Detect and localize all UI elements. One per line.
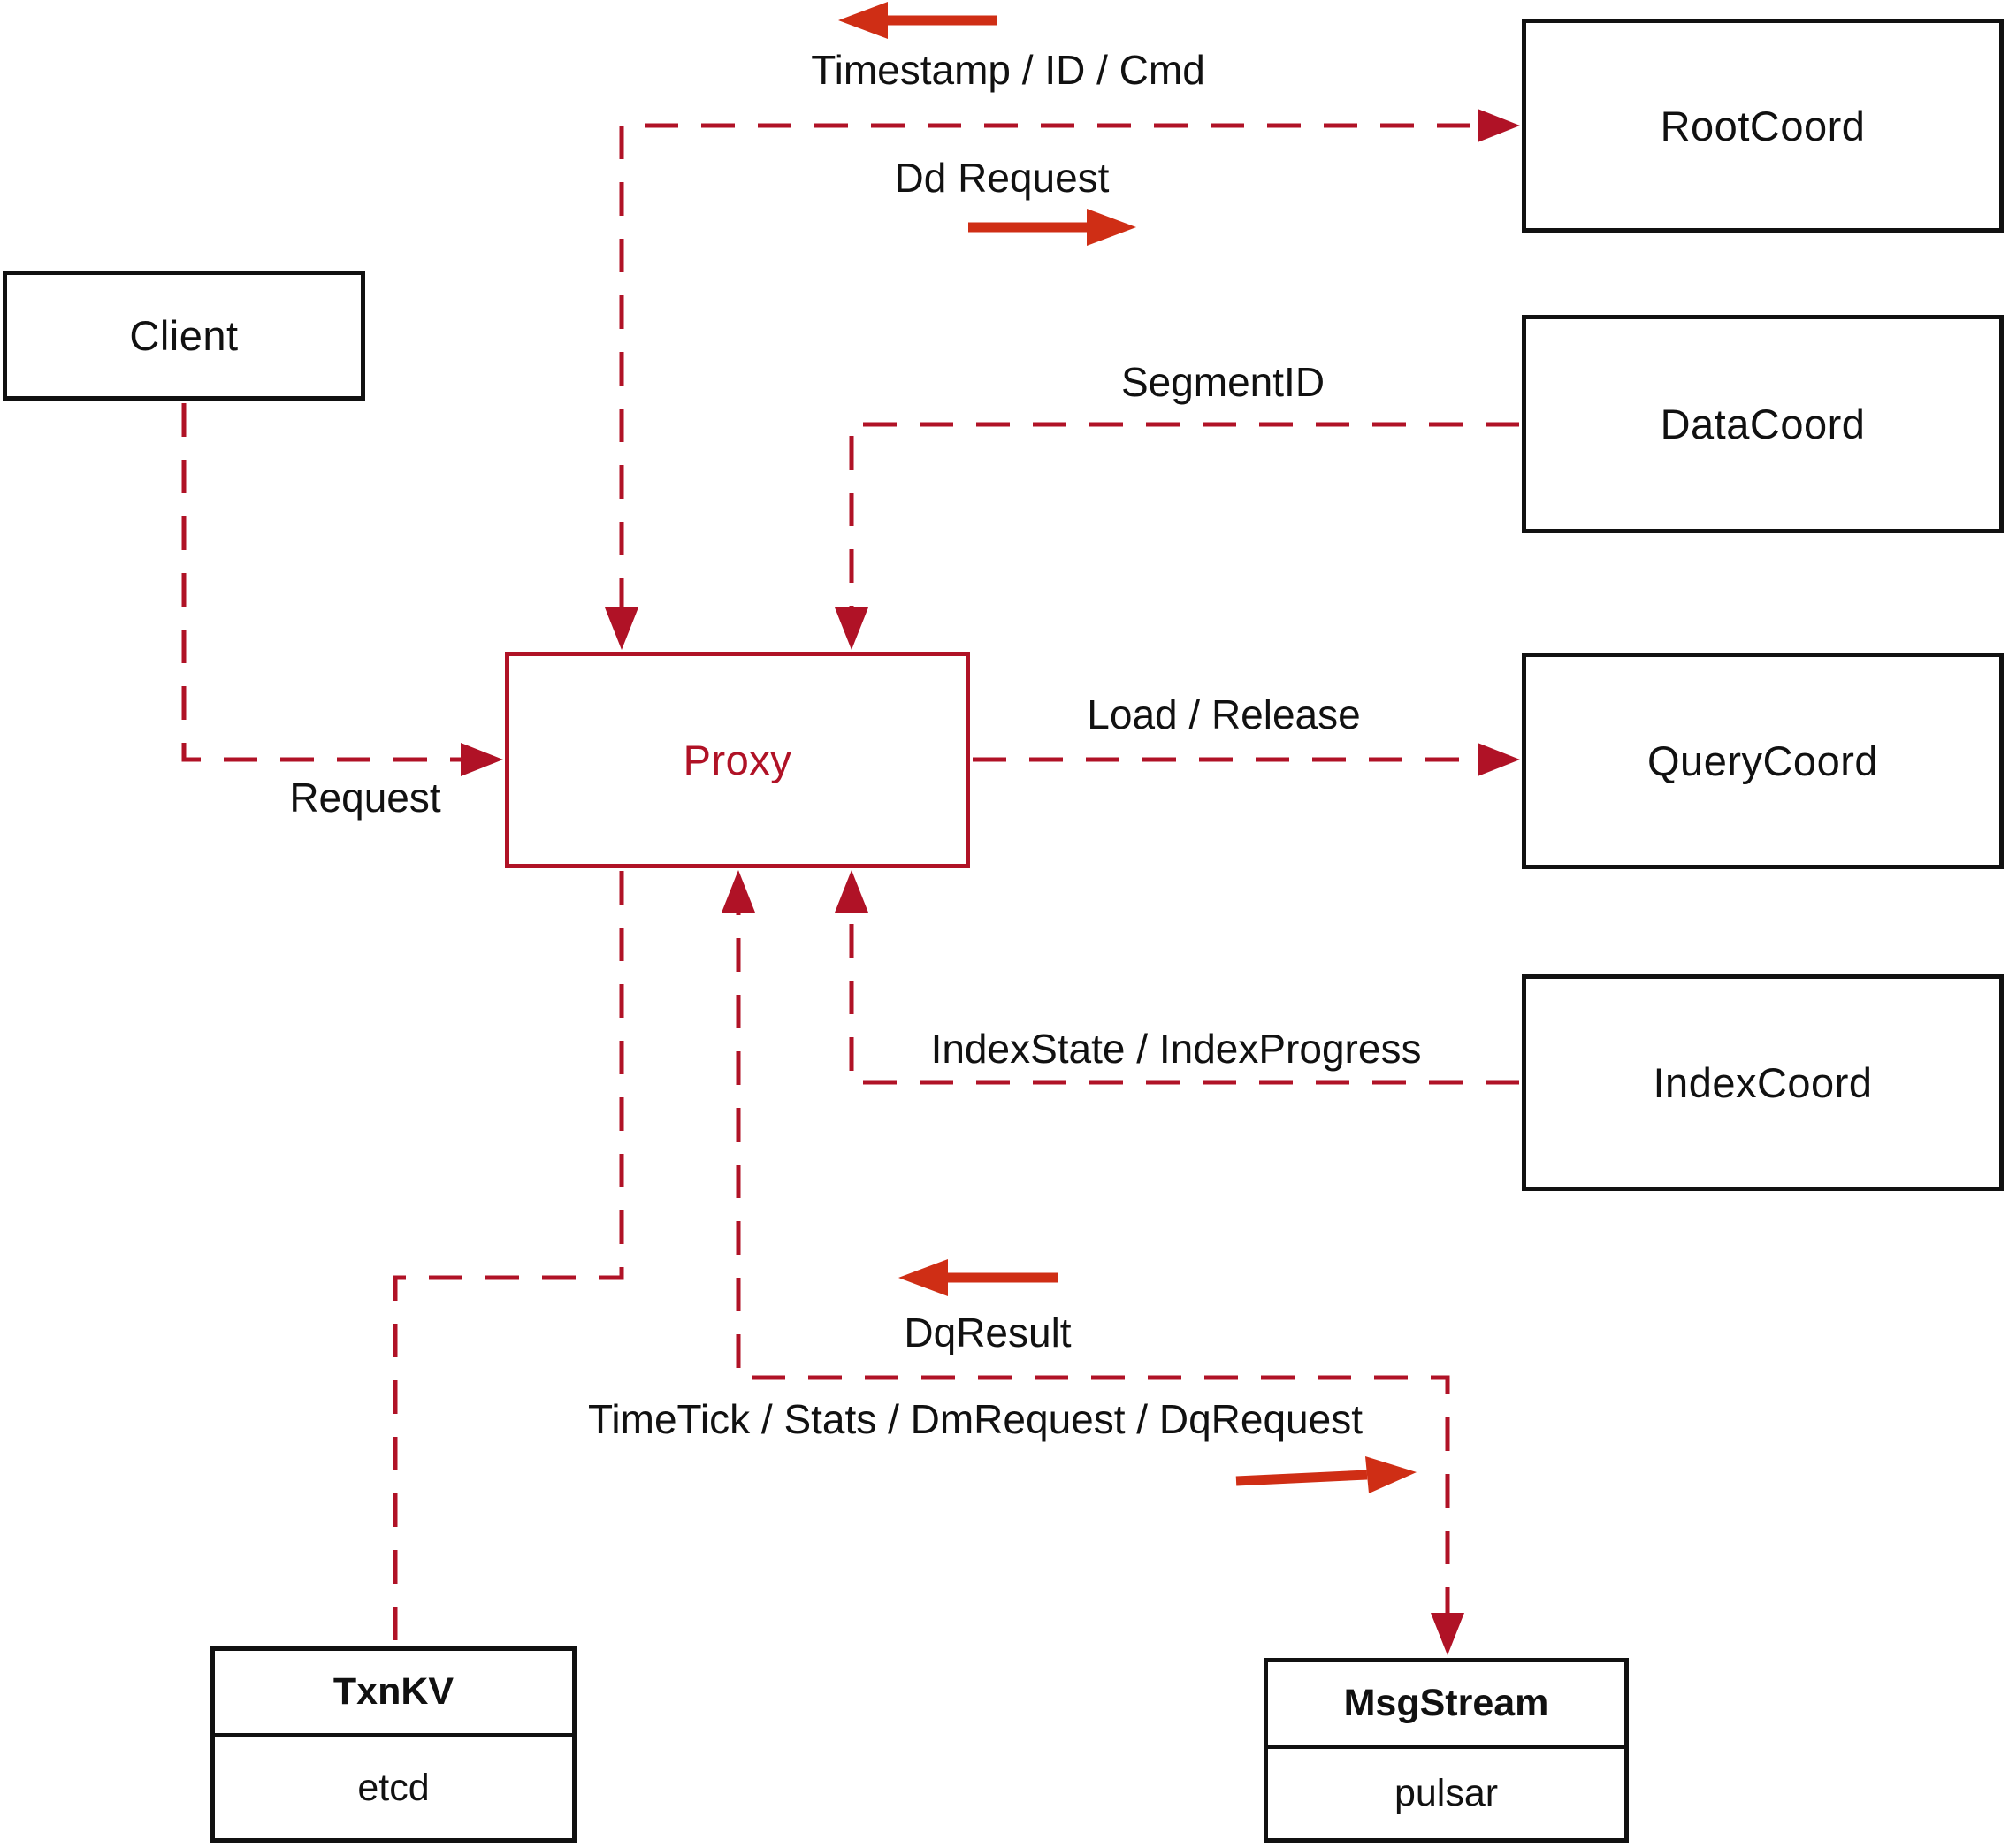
node-rootcoord: RootCoord (1522, 19, 2004, 233)
edge-label-dd-request: Dd Request (894, 155, 1110, 201)
node-msgstream: MsgStream pulsar (1264, 1658, 1629, 1843)
node-proxy: Proxy (505, 652, 970, 868)
node-txnkv: TxnKV etcd (210, 1646, 577, 1843)
annotation-arrow-right-time-tick (1235, 1456, 1417, 1493)
node-querycoord: QueryCoord (1522, 653, 2004, 869)
node-rootcoord-label: RootCoord (1660, 102, 1866, 149)
edge-label-timestamp-id-cmd: Timestamp / ID / Cmd (811, 47, 1205, 93)
edge-proxy-txnkv (393, 871, 624, 1643)
arrowhead-into-proxy-bottom-mid (722, 870, 755, 913)
edge-proxy-msgstream (736, 882, 1450, 1645)
edge-datacoord-proxy (849, 422, 1519, 638)
annotation-arrow-left-timestamp (838, 2, 997, 39)
edge-label-index-state: IndexState / IndexProgress (930, 1026, 1422, 1072)
annotation-arrow-right-dd-request (968, 209, 1136, 246)
edge-proxy-rootcoord (619, 123, 1508, 612)
node-proxy-label: Proxy (683, 737, 792, 783)
arrowhead-into-msgstream (1431, 1613, 1464, 1655)
node-datacoord: DataCoord (1522, 315, 2004, 533)
arrowhead-into-proxy-top-right (835, 607, 868, 650)
arrowhead-into-proxy-top-left (605, 607, 638, 650)
node-txnkv-title: TxnKV (215, 1651, 572, 1737)
node-msgstream-title: MsgStream (1268, 1662, 1624, 1749)
node-txnkv-impl: etcd (357, 1766, 430, 1809)
edge-label-time-tick: TimeTick / Stats / DmRequest / DqRequest (588, 1396, 1363, 1442)
edge-indexcoord-proxy (849, 882, 1519, 1085)
arrowhead-into-rootcoord (1478, 109, 1520, 142)
annotation-arrow-left-dq-result (898, 1259, 1058, 1296)
node-querycoord-label: QueryCoord (1647, 737, 1878, 784)
edge-label-request: Request (289, 775, 441, 821)
edge-label-segment-id: SegmentID (1120, 359, 1325, 405)
arrowhead-into-proxy-left (461, 743, 503, 776)
node-client-label: Client (129, 312, 239, 359)
node-indexcoord-label: IndexCoord (1653, 1059, 1873, 1106)
arrowhead-into-querycoord (1478, 743, 1520, 776)
edge-label-load-release: Load / Release (1087, 691, 1361, 737)
edge-client-proxy (181, 403, 491, 762)
node-msgstream-impl: pulsar (1394, 1772, 1499, 1814)
node-indexcoord: IndexCoord (1522, 974, 2004, 1191)
edge-label-dq-result: DqResult (904, 1310, 1072, 1355)
node-datacoord-label: DataCoord (1660, 401, 1866, 447)
arrowhead-into-proxy-bottom-right (835, 870, 868, 913)
node-client: Client (3, 271, 365, 401)
